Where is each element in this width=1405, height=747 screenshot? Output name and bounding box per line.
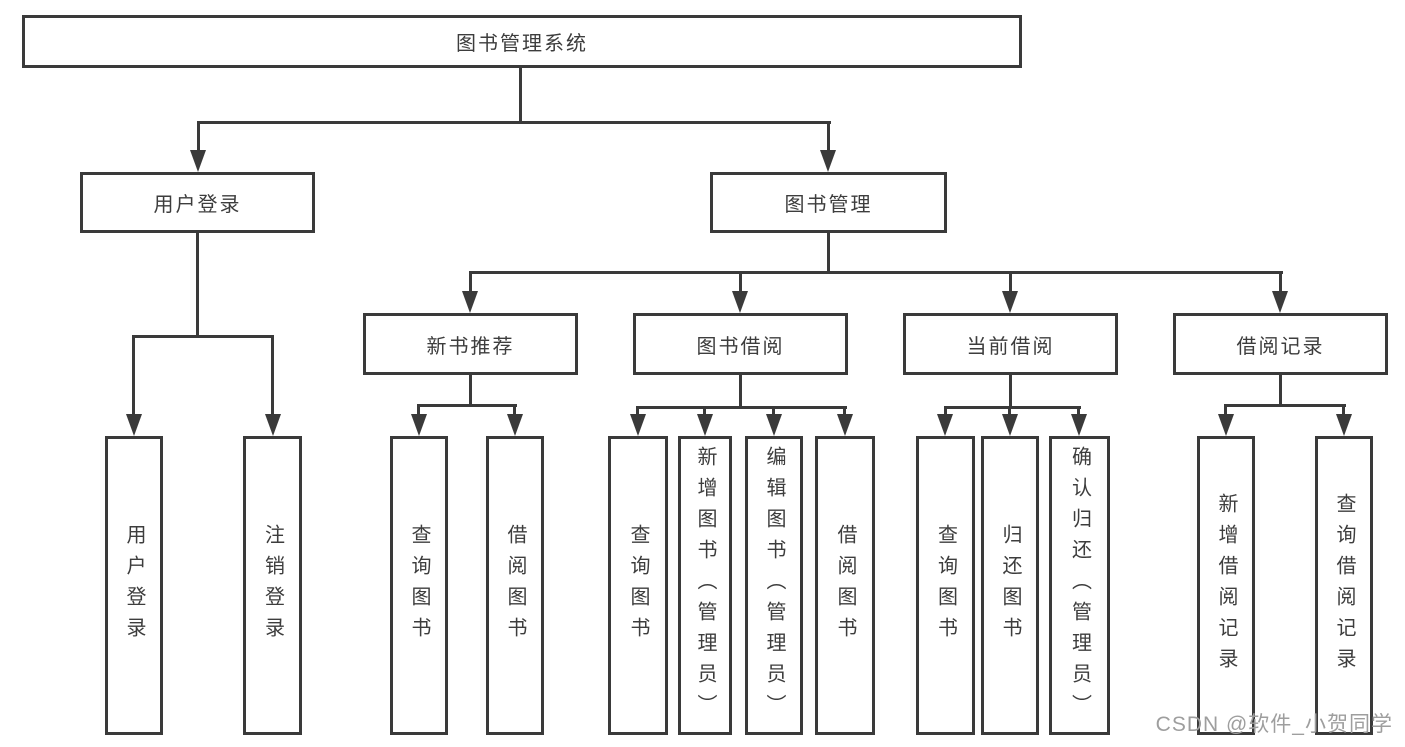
node-label: 编辑图书（管理员） bbox=[763, 446, 785, 725]
connector-line bbox=[1279, 271, 1282, 292]
connector-line bbox=[772, 406, 775, 416]
arrow-down-icon bbox=[1336, 414, 1352, 436]
arrow-down-icon bbox=[820, 150, 836, 172]
connector-line bbox=[469, 375, 472, 406]
connector-line bbox=[271, 335, 274, 415]
leaf-user-login: 用户登录 bbox=[105, 436, 163, 735]
connector-line bbox=[197, 121, 831, 124]
connector-line bbox=[843, 406, 846, 416]
node-book-borrow: 图书借阅 bbox=[633, 313, 848, 375]
leaf-logout: 注销登录 bbox=[243, 436, 302, 735]
node-user-login: 用户登录 bbox=[80, 172, 315, 233]
connector-line bbox=[1342, 404, 1345, 416]
connector-line bbox=[132, 335, 135, 415]
arrow-down-icon bbox=[190, 150, 206, 172]
connector-line bbox=[944, 406, 1081, 409]
connector-line bbox=[132, 335, 274, 338]
arrow-down-icon bbox=[1272, 291, 1288, 313]
connector-line bbox=[827, 233, 830, 274]
leaf-add-borrow-record: 新增借阅记录 bbox=[1197, 436, 1255, 735]
arrow-down-icon bbox=[411, 414, 427, 436]
node-label: 确认归还（管理员） bbox=[1068, 446, 1091, 725]
node-label: 新书推荐 bbox=[426, 335, 515, 358]
connector-line bbox=[1279, 375, 1282, 406]
arrow-down-icon bbox=[697, 414, 713, 436]
connector-line bbox=[636, 406, 639, 416]
node-label: 图书管理系统 bbox=[456, 33, 588, 55]
leaf-edit-books-admin: 编辑图书（管理员） bbox=[745, 436, 803, 735]
connector-line bbox=[417, 404, 517, 407]
node-label: 图书借阅 bbox=[696, 335, 785, 358]
connector-line bbox=[1224, 404, 1346, 407]
connector-line bbox=[636, 406, 847, 409]
node-book-management: 图书管理 bbox=[710, 172, 947, 233]
node-label: 新增借阅记录 bbox=[1215, 492, 1237, 679]
leaf-borrow-books: 借阅图书 bbox=[815, 436, 875, 735]
node-label: 借阅记录 bbox=[1236, 335, 1325, 358]
leaf-add-books-admin: 新增图书（管理员） bbox=[678, 436, 732, 735]
leaf-return-books: 归还图书 bbox=[981, 436, 1039, 735]
leaf-confirm-return-admin: 确认归还（管理员） bbox=[1049, 436, 1110, 735]
node-label: 注销登录 bbox=[261, 523, 284, 648]
leaf-recommend-borrow-books: 借阅图书 bbox=[486, 436, 544, 735]
node-label: 查询借阅记录 bbox=[1333, 492, 1355, 679]
node-label: 用户登录 bbox=[153, 194, 242, 216]
node-label: 归还图书 bbox=[999, 523, 1021, 648]
connector-line bbox=[1009, 375, 1012, 408]
connector-line bbox=[513, 404, 516, 416]
arrow-down-icon bbox=[1218, 414, 1234, 436]
node-label: 借阅图书 bbox=[504, 523, 526, 648]
node-label: 查询图书 bbox=[627, 523, 649, 648]
leaf-query-borrow-record: 查询借阅记录 bbox=[1315, 436, 1373, 735]
connector-line bbox=[1077, 406, 1080, 416]
connector-line bbox=[519, 68, 522, 122]
node-borrow-records: 借阅记录 bbox=[1173, 313, 1388, 375]
node-root: 图书管理系统 bbox=[22, 15, 1022, 68]
arrow-down-icon bbox=[126, 414, 142, 436]
arrow-down-icon bbox=[766, 414, 782, 436]
arrow-down-icon bbox=[732, 291, 748, 313]
node-label: 查询图书 bbox=[408, 523, 430, 648]
connector-line bbox=[703, 406, 706, 416]
arrow-down-icon bbox=[507, 414, 523, 436]
arrow-down-icon bbox=[462, 291, 478, 313]
arrow-down-icon bbox=[265, 414, 281, 436]
csdn-watermark: CSDN @软件_小贺同学 bbox=[1155, 713, 1393, 736]
connector-line bbox=[1224, 404, 1227, 416]
node-current-borrow: 当前借阅 bbox=[903, 313, 1118, 375]
arrow-down-icon bbox=[937, 414, 953, 436]
connector-line bbox=[944, 406, 947, 416]
connector-line bbox=[739, 375, 742, 408]
arrow-down-icon bbox=[837, 414, 853, 436]
arrow-down-icon bbox=[630, 414, 646, 436]
connector-line bbox=[1008, 406, 1011, 416]
leaf-recommend-query-books: 查询图书 bbox=[390, 436, 448, 735]
node-label: 查询图书 bbox=[934, 523, 957, 648]
arrow-down-icon bbox=[1071, 414, 1087, 436]
arrow-down-icon bbox=[1002, 291, 1018, 313]
connector-line bbox=[417, 404, 420, 416]
node-label: 当前借阅 bbox=[966, 335, 1055, 358]
connector-line bbox=[827, 121, 830, 152]
node-label: 用户登录 bbox=[123, 523, 145, 648]
leaf-current-query-books: 查询图书 bbox=[916, 436, 975, 735]
arrow-down-icon bbox=[1002, 414, 1018, 436]
node-new-book-recommend: 新书推荐 bbox=[363, 313, 578, 375]
connector-line bbox=[469, 271, 472, 292]
connector-line bbox=[469, 271, 1283, 274]
connector-line bbox=[196, 233, 199, 337]
connector-line bbox=[197, 121, 200, 152]
leaf-borrow-query-books: 查询图书 bbox=[608, 436, 668, 735]
connector-line bbox=[739, 271, 742, 292]
node-label: 新增图书（管理员） bbox=[694, 446, 716, 725]
node-label: 图书管理 bbox=[784, 194, 873, 216]
node-label: 借阅图书 bbox=[834, 523, 856, 648]
connector-line bbox=[1009, 271, 1012, 292]
